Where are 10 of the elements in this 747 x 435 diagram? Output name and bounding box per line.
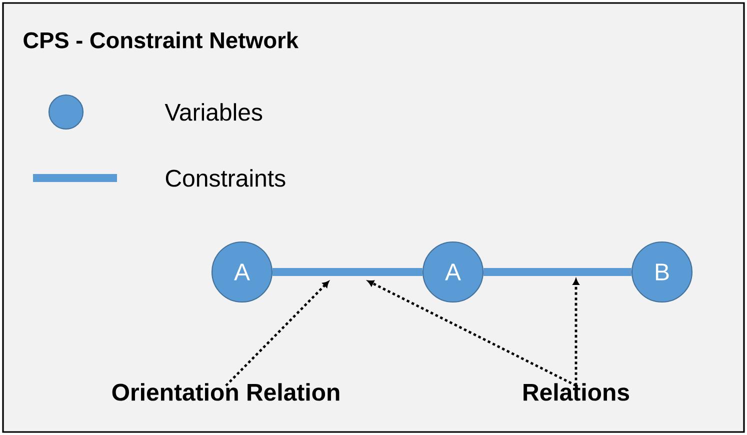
title: CPS - Constraint Network — [24, 32, 299, 48]
annotation-label: Relations — [524, 383, 630, 401]
leader-arrow — [225, 281, 330, 386]
leader-arrow — [367, 280, 577, 387]
constraint-line — [272, 268, 422, 276]
legend-label: Constraints — [166, 169, 286, 187]
annotation-label: Orientation Relation — [112, 383, 340, 401]
legend-label: Variables — [164, 103, 262, 121]
leader-arrow — [572, 278, 580, 386]
constraint-line — [484, 268, 632, 276]
